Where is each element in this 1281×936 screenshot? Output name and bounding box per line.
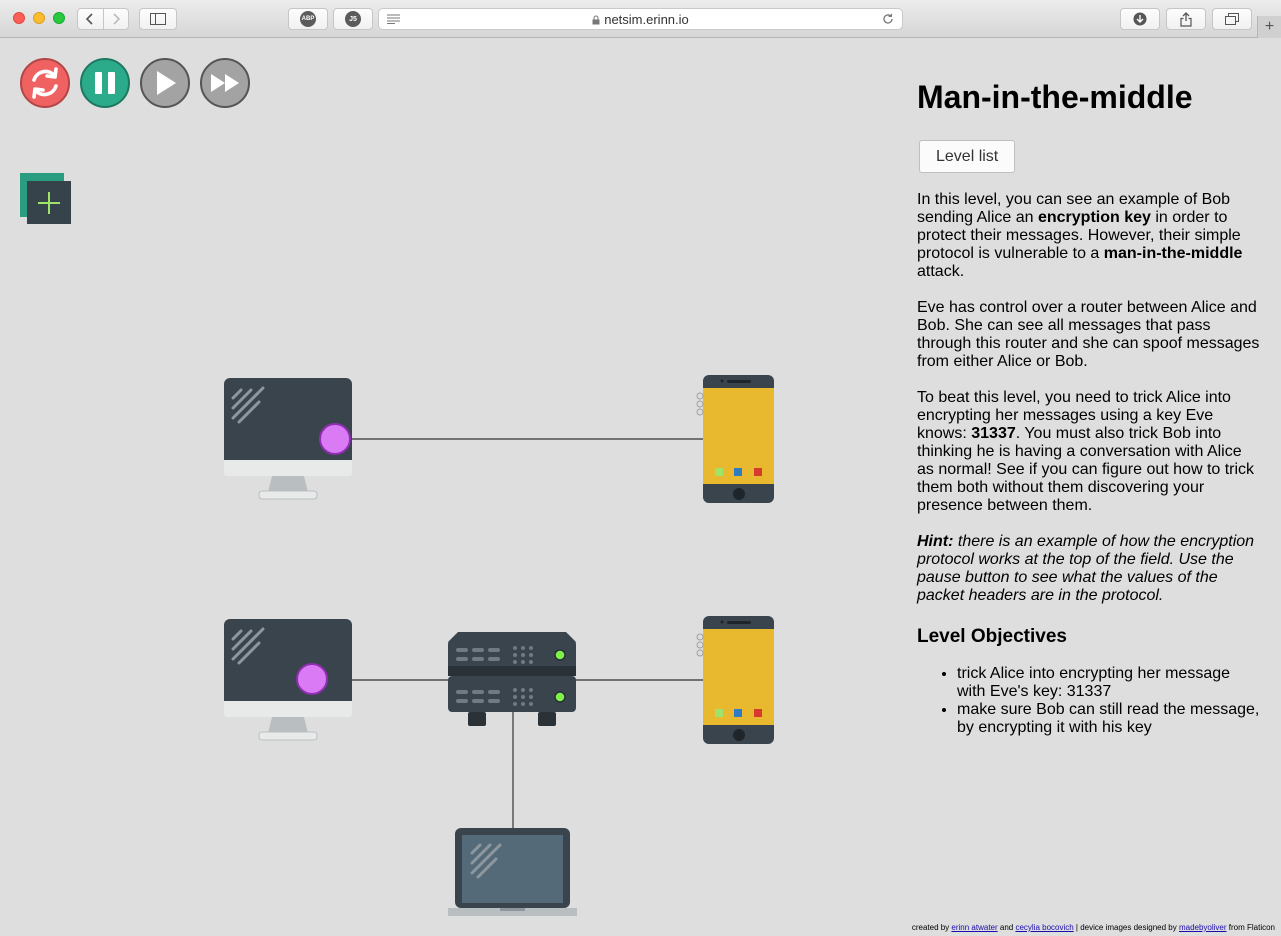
reset-icon: [32, 67, 58, 99]
tabs-overview-button[interactable]: [1212, 8, 1252, 30]
browser-toolbar: ABP J5 netsim.erinn.io +: [0, 0, 1281, 38]
credits-text: and: [997, 923, 1016, 932]
designer-link[interactable]: madebyoliver: [1178, 923, 1227, 932]
credits-text: | device images designed by: [1073, 923, 1179, 932]
intro-keyword-mitm: man-in-the-middle: [1103, 245, 1243, 262]
zoom-window-button[interactable]: [53, 12, 65, 24]
level-sidebar: Man-in-the-middle Level list In this lev…: [917, 78, 1262, 737]
eve-paragraph: Eve has control over a router between Al…: [917, 299, 1260, 370]
forward-button[interactable]: [102, 9, 129, 29]
phone-bottom[interactable]: [696, 616, 774, 744]
url-text: netsim.erinn.io: [604, 12, 689, 27]
phone-top[interactable]: [696, 375, 774, 503]
plus-icon: +: [1264, 18, 1275, 35]
adblock-icon: ABP: [300, 11, 316, 27]
download-icon: [1133, 12, 1147, 26]
desktop-bottom[interactable]: [224, 619, 352, 741]
objectives-heading: Level Objectives: [917, 626, 1067, 647]
hint-paragraph: Hint: there is an example of how the enc…: [917, 533, 1262, 605]
reload-icon[interactable]: [882, 13, 894, 25]
router-led-bottom: [554, 691, 566, 703]
goal-text: To beat this level, you need to trick Al…: [917, 389, 1231, 442]
play-button[interactable]: [140, 58, 190, 108]
node-marker: [319, 423, 351, 455]
objective-item: trick Alice into encrypting her message …: [957, 665, 1262, 701]
fast-forward-button[interactable]: [200, 58, 250, 108]
plus-icon: [38, 191, 60, 214]
laptop[interactable]: [448, 828, 577, 916]
new-tab-button[interactable]: +: [1257, 16, 1281, 38]
history-nav: [77, 8, 129, 30]
credits-footer: created by erinn atwater and cecylia boc…: [912, 923, 1275, 932]
back-button[interactable]: [78, 9, 103, 29]
desktop-top[interactable]: [224, 378, 352, 500]
network-canvas[interactable]: [0, 39, 880, 936]
author-link-erinn[interactable]: erinn atwater: [951, 923, 998, 932]
add-device-button[interactable]: [20, 173, 72, 225]
tabs-icon: [1225, 13, 1239, 25]
objective-item: make sure Bob can still read the message…: [957, 701, 1262, 737]
chevron-right-icon: [113, 13, 120, 25]
eve-key: 31337: [971, 425, 1016, 442]
pause-button[interactable]: [80, 58, 130, 108]
router[interactable]: [448, 632, 576, 726]
intro-text: attack.: [917, 263, 965, 280]
lock-icon: [592, 15, 600, 25]
close-window-button[interactable]: [13, 12, 25, 24]
level-list-button[interactable]: Level list: [919, 140, 1016, 173]
url-display: netsim.erinn.io: [379, 12, 902, 27]
js-extension-button[interactable]: J5: [333, 8, 373, 30]
share-button[interactable]: [1166, 8, 1206, 30]
share-icon: [1180, 11, 1192, 27]
credits-text: from Flaticon: [1226, 923, 1275, 932]
hint-text: there is an example of how the encryptio…: [917, 533, 1255, 604]
intro-paragraph: In this level, you can see an example of…: [917, 191, 1262, 281]
address-bar[interactable]: netsim.erinn.io: [378, 8, 903, 30]
node-marker: [296, 663, 328, 695]
adblock-extension-button[interactable]: ABP: [288, 8, 328, 30]
hint-label: Hint:: [917, 533, 954, 550]
objectives-list: trick Alice into encrypting her message …: [917, 665, 1262, 737]
goal-text: . You must also trick Bob into thinking …: [917, 425, 1255, 514]
chevron-left-icon: [86, 13, 93, 25]
author-link-cecylia[interactable]: cecylia bocovich: [1015, 923, 1074, 932]
intro-text: In this level, you can see an example of…: [917, 191, 1231, 226]
credits-text: created by: [911, 923, 952, 932]
intro-keyword-key: encryption key: [1037, 209, 1151, 226]
js-icon: J5: [345, 11, 361, 27]
downloads-button[interactable]: [1120, 8, 1160, 30]
minimize-window-button[interactable]: [33, 12, 45, 24]
pause-icon: [95, 72, 115, 94]
sidebar-icon: [150, 13, 166, 25]
goal-paragraph: To beat this level, you need to trick Al…: [917, 389, 1262, 515]
add-device-face: [27, 181, 71, 224]
reset-button[interactable]: [20, 58, 70, 108]
sidebar-toggle-button[interactable]: [139, 8, 177, 30]
router-led-top: [554, 649, 566, 661]
reader-icon[interactable]: [387, 14, 400, 24]
level-title: Man-in-the-middle: [917, 79, 1193, 115]
intro-text: in order to protect their messages. Howe…: [917, 209, 1241, 262]
fast-forward-icon: [211, 74, 239, 92]
play-icon: [157, 71, 176, 95]
